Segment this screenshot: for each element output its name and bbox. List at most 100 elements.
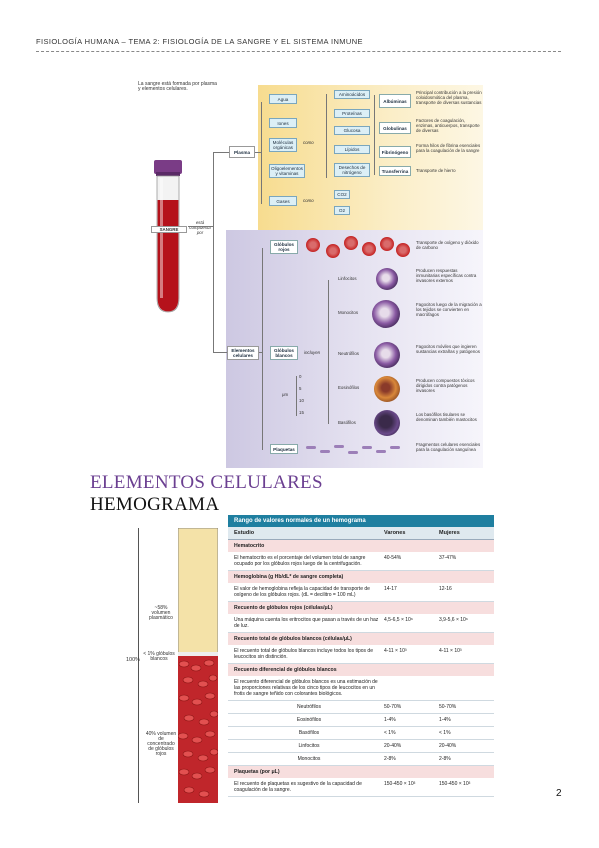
protein-desc: Forma hilos de fibrina esenciales para l…	[416, 143, 481, 153]
plasma-component: Gases	[269, 196, 297, 206]
table-header: Estudio Varones Mujeres	[228, 527, 494, 540]
table-row: Linfocitos 20-40% 20-40%	[228, 740, 494, 753]
row-women: < 1%	[439, 730, 451, 736]
plasma-connector	[261, 102, 262, 204]
table-row: Neutrófilos 50-70% 50-70%	[228, 701, 494, 714]
tube-relation: está compuesta por	[189, 220, 211, 235]
basophil-image	[374, 410, 400, 436]
row-women: 2-8%	[439, 756, 451, 762]
protein-desc: Transporte de hierro	[416, 168, 456, 173]
section-title: ELEMENTOS CELULARES	[90, 472, 323, 493]
buffy-coat-label: < 1% glóbulos blancos	[143, 651, 175, 662]
row-study: El recuento de plaquetas es sugestivo de…	[234, 781, 362, 793]
platelet	[320, 450, 330, 453]
main-connector	[213, 152, 214, 352]
table-row: Una máquina cuenta los eritrocitos que p…	[228, 614, 494, 633]
row-men	[384, 679, 439, 697]
table-section: Hemoglobina (g Hb/dL* de sangre completa…	[228, 571, 494, 583]
leukocyte-name: Basófilos	[338, 420, 356, 425]
rbc-box: Glóbulos rojos	[270, 240, 298, 254]
cellular-elements-panel	[226, 230, 483, 468]
connector	[213, 152, 229, 153]
blood-tube-illustration	[154, 160, 182, 313]
gas-co2: CO2	[334, 190, 350, 199]
leukocyte-desc: Producen compuestos tóxicos dirigidos co…	[416, 378, 475, 393]
row-women: 150-450 × 10³	[439, 781, 471, 787]
table-section: Plaquetas (por μL)	[228, 766, 494, 778]
blood-composition-figure: La sangre está formada por plasma y elem…	[138, 80, 483, 468]
row-study: El recuento diferencial de glóbulos blan…	[234, 679, 378, 697]
row-study: Neutrófilos	[297, 704, 321, 710]
red-blood-cell	[396, 243, 410, 257]
organic-molecule: Glucosa	[334, 126, 370, 135]
connector	[259, 352, 262, 353]
page-header: FISIOLOGÍA HUMANA – TEMA 2: FISIOLOGÍA D…	[36, 37, 363, 46]
plasma-component: Agua	[269, 94, 297, 104]
plasma-component: Moléculas orgánicas	[269, 138, 297, 152]
platelets-desc: Fragmentos celulares esenciales para la …	[416, 442, 481, 452]
rbc-desc: Transporte de oxígeno y dióxido de carbo…	[416, 240, 479, 250]
red-blood-cell	[326, 244, 340, 258]
leukocyte-name: Monocitos	[338, 310, 359, 315]
plasma-box: Plasma	[229, 146, 255, 158]
section-subtitle: HEMOGRAMA	[90, 494, 220, 515]
row-women: 3,9-5,6 × 10⁶	[439, 617, 468, 623]
protein-name: Transferrina	[379, 166, 411, 176]
row-study: Basófilos	[298, 730, 320, 736]
neutrophil-image	[374, 342, 400, 368]
row-women: 50-70%	[439, 704, 457, 710]
row-study: El hematocrito es el porcentaje del volu…	[234, 555, 366, 567]
row-study: Linfocitos	[298, 743, 320, 749]
table-section: Recuento diferencial de glóbulos blancos	[228, 664, 494, 676]
total-arrow	[138, 528, 139, 803]
row-men: 4-11 × 10³	[384, 648, 407, 654]
platelet	[348, 451, 358, 454]
organic-molecule: Aminoácidos	[334, 90, 370, 99]
leukocyte-name: Neutrófilos	[338, 351, 359, 356]
page-number: 2	[556, 788, 562, 799]
leukocyte-name: Linfocitos	[338, 276, 357, 281]
organic-connector	[326, 94, 327, 178]
red-blood-cell	[362, 242, 376, 256]
organic-molecule: Lípidos	[334, 145, 370, 154]
platelet	[390, 446, 400, 449]
leukocyte-desc: Los basófilos tisulares se denominan tam…	[416, 412, 477, 422]
connector	[188, 226, 213, 227]
header-divider	[36, 51, 561, 52]
table-row: El recuento diferencial de glóbulos blan…	[228, 676, 494, 701]
protein-name: Albúminas	[379, 94, 411, 108]
row-study: El recuento total de glóbulos blancos in…	[234, 648, 373, 660]
platelet	[306, 446, 316, 449]
column-header: Varones	[384, 530, 406, 536]
como-label: como	[303, 198, 314, 203]
row-men: 20-40%	[384, 743, 402, 749]
gas-o2: O2	[334, 206, 350, 215]
scale-tick: 0	[299, 374, 302, 379]
monocyte-image	[372, 300, 400, 328]
row-men: 40-54%	[384, 555, 402, 561]
scale-tick: 5	[299, 386, 302, 391]
column-header: Estudio	[234, 530, 255, 536]
eosinophil-image	[374, 376, 400, 402]
wbc-connector	[328, 280, 329, 424]
figure-intro: La sangre está formada por plasma y elem…	[138, 81, 217, 92]
cellular-elements-box: Elementos celulares	[227, 346, 259, 360]
scale-tick: 15	[299, 410, 304, 415]
como-label: como	[303, 140, 314, 145]
table-row: Basófilos < 1% < 1%	[228, 727, 494, 740]
row-study: El valor de hemoglobina refleja la capac…	[234, 586, 370, 598]
row-study: Eosinófilos	[296, 717, 322, 723]
scale-tick: 10	[299, 398, 304, 403]
platelets-box: Plaquetas	[270, 444, 298, 454]
protein-name: Fibrinógeno	[379, 146, 411, 158]
plasma-volume-label: ~58% volumen plasmático	[149, 605, 173, 621]
hemogram-table: Rango de valores normales de un hemogram…	[228, 515, 494, 797]
row-men: 4,5-6,5 × 10⁶	[384, 617, 413, 623]
leukocyte-name: Eosinófilos	[338, 385, 360, 390]
row-women: 12-16	[439, 586, 452, 592]
table-section: Recuento total de glóbulos blancos (célu…	[228, 633, 494, 645]
row-women: 37-47%	[439, 555, 457, 561]
row-men: 50-70%	[384, 704, 402, 710]
platelet	[334, 445, 344, 448]
incluyen-label: incluyen	[304, 350, 321, 355]
